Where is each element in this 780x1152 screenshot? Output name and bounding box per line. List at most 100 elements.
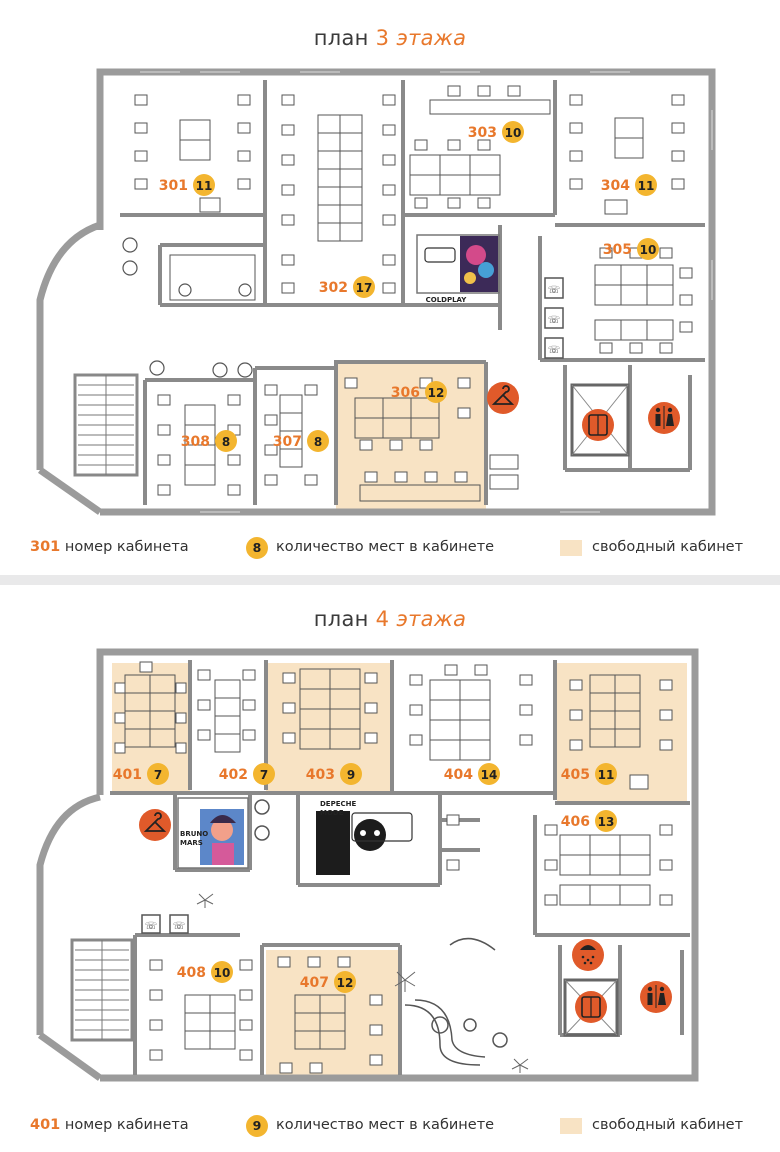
seat-count: 12 [428, 386, 445, 400]
legend-number-example: 401 [30, 1117, 61, 1133]
seat-count: 8 [222, 435, 230, 449]
lounge-sofas [254, 799, 508, 1066]
room-badge-407: 407 12 [300, 971, 356, 993]
room-number: 303 [468, 125, 497, 141]
seat-count: 9 [347, 768, 355, 782]
title-floor-word: этажа [396, 26, 467, 50]
room-number: 401 [113, 767, 142, 783]
interior-walls [120, 80, 705, 505]
outer-walls [36, 648, 699, 1082]
interior-walls [110, 660, 690, 1075]
room-number: 307 [273, 434, 302, 450]
elevator-shaft [570, 383, 630, 457]
floor-3-legend: 301 номер кабинета 8 количество мест в к… [0, 537, 780, 561]
phone-booth-icon: ☏ [173, 921, 186, 932]
chairs [114, 661, 673, 1074]
room-403-area [266, 663, 392, 793]
room-number: 402 [219, 767, 248, 783]
floor-3-title: план 3 этажа [0, 26, 780, 50]
legend-number-text: номер кабинета [64, 539, 189, 555]
room-number: 405 [561, 767, 590, 783]
legend-free-text: свободный кабинет [592, 1117, 744, 1133]
room-badge-404: 404 14 [444, 763, 500, 785]
seat-count: 14 [481, 768, 498, 782]
legend-seats-text: количество мест в кабинете [276, 1117, 495, 1133]
legend-room-number: 301 номер кабинета [30, 539, 189, 555]
room-number: 301 [159, 178, 188, 194]
bruno-mars-meeting-room [177, 797, 249, 869]
phone-booth-icon: ☏ [548, 285, 561, 296]
room-badge-401: 401 7 [113, 763, 169, 785]
bruno-mars-label-line: MARS [180, 839, 203, 847]
seat-count: 10 [505, 126, 522, 140]
room-badge-307: 307 8 [273, 430, 329, 452]
room-number: 408 [177, 965, 206, 981]
room-badge-302: 302 17 [319, 276, 375, 298]
seat-count: 12 [337, 976, 354, 990]
seat-count: 13 [598, 815, 615, 829]
elevator-icon [582, 409, 614, 441]
legend-free-text: свободный кабинет [592, 539, 744, 555]
room-number: 403 [306, 767, 335, 783]
room-badge-308: 308 8 [181, 430, 237, 452]
seat-count: 7 [154, 768, 162, 782]
hanger-icon [139, 809, 171, 841]
phone-booths [141, 914, 189, 934]
plants [196, 893, 529, 1073]
phone-booth-icon: ☏ [548, 345, 561, 356]
phone-booth-icon: ☏ [548, 315, 561, 326]
room-number: 302 [319, 280, 348, 296]
title-floor-word: этажа [396, 607, 467, 631]
floor-4-legend: 401 номер кабинета 9 количество мест в к… [0, 1115, 780, 1139]
elevator-shaft [563, 978, 619, 1037]
elevator-icon [575, 991, 607, 1023]
seat-count: 17 [356, 281, 373, 295]
room-number: 308 [181, 434, 210, 450]
lounge-seats [122, 237, 253, 378]
room-number: 406 [561, 814, 590, 830]
floor-4-plan: план 4 этажа [0, 585, 780, 1152]
legend-seat-badge: 8 [246, 537, 268, 559]
legend-seat-badge: 9 [246, 1115, 268, 1137]
legend-free-swatch [560, 1118, 582, 1134]
floor-3-plan: план 3 этажа [0, 0, 780, 575]
depeche-mode-label-line: MODE [320, 809, 344, 817]
room-number: 404 [444, 767, 473, 783]
seat-count: 11 [638, 179, 655, 193]
floor-divider [0, 575, 780, 585]
bruno-mars-label-line: BRUNO [180, 830, 208, 838]
phone-booths [544, 277, 564, 359]
room-badge-405: 405 11 [561, 763, 617, 785]
room-badge-403: 403 9 [306, 763, 362, 785]
staircase [73, 373, 139, 477]
outer-walls [36, 68, 716, 516]
depeche-mode-artwork [316, 811, 350, 875]
desks [124, 668, 651, 1050]
phone-booth-icon: ☏ [145, 921, 158, 932]
chairs [134, 85, 693, 496]
legend-free-swatch [560, 540, 582, 556]
room-badge-301: 301 11 [159, 174, 215, 196]
shower-icon [572, 939, 604, 971]
restroom-icon [648, 402, 680, 434]
room-badge-306: 306 12 [391, 381, 447, 403]
room-number: 304 [601, 178, 630, 194]
seat-count: 8 [314, 435, 322, 449]
room-badge-402: 402 7 [219, 763, 275, 785]
desks [169, 99, 674, 502]
staircase [70, 938, 134, 1042]
title-word: план [313, 26, 369, 50]
room-badge-406: 406 13 [561, 810, 617, 832]
floor-4-title: план 4 этажа [0, 607, 780, 631]
room-badge-408: 408 10 [177, 961, 233, 983]
seat-count: 7 [260, 768, 268, 782]
seat-count: 11 [598, 768, 615, 782]
title-number: 4 [375, 607, 390, 631]
hanger-icon [487, 382, 519, 414]
room-number: 306 [391, 385, 420, 401]
seat-count: 10 [640, 243, 657, 257]
coldplay-label: COLDPLAY [426, 296, 468, 304]
room-badge-303: 303 10 [468, 121, 524, 143]
